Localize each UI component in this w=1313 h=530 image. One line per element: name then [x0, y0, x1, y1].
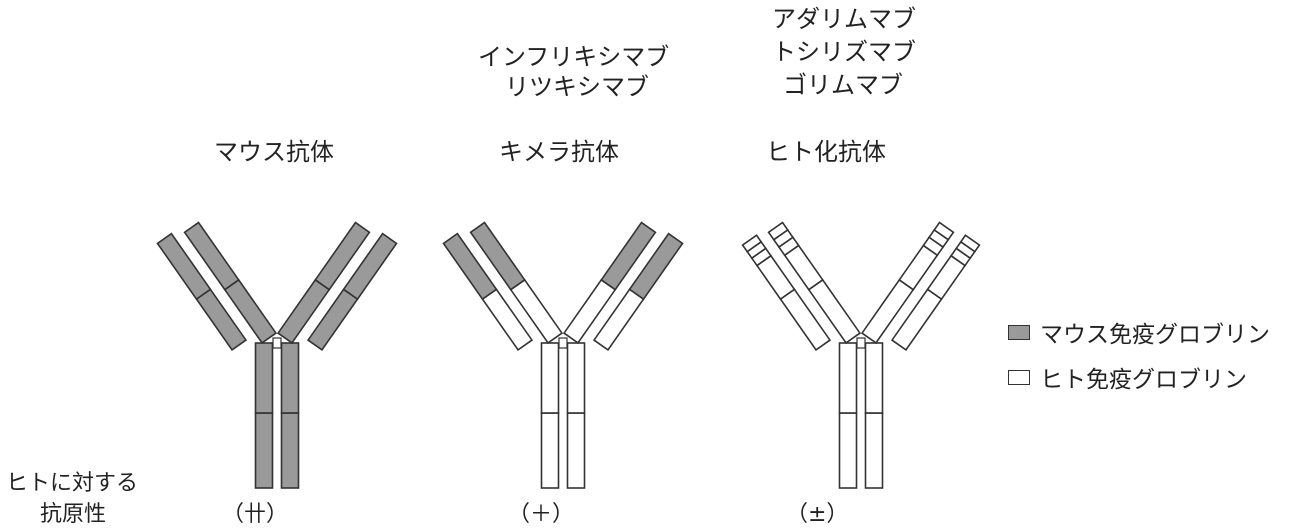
antibody-chimeric-stem-chain-2-seg-1	[566, 412, 586, 489]
antibody-chimeric-hinge	[558, 337, 568, 349]
antibody-chimeric-stem-chain-1	[540, 342, 560, 489]
antibody-chimeric-right-arm-heavy-seg-2	[600, 221, 657, 291]
antibody-mouse-right-arm-heavy	[276, 221, 371, 344]
antibody-mouse-stem-chain-2-seg-2	[280, 342, 300, 414]
row-label-line1: ヒトに対する	[6, 471, 139, 496]
antibody-humanized-left-arm-heavy	[767, 221, 862, 344]
antibody-humanized-stem-chain-2-seg-2	[864, 342, 884, 414]
antibody-chimeric-left-arm-light	[442, 232, 534, 351]
antibody-chimeric-right-arm-light	[592, 232, 684, 351]
chimeric-antibody-title: キメラ抗体	[499, 138, 619, 166]
antibody-humanized-left-arm-light-seg-5	[741, 234, 763, 253]
antibody-humanized-stem-chain-1-seg-2	[838, 342, 858, 414]
antibody-mouse-left-arm-heavy-seg-2	[183, 221, 240, 291]
antibody-humanized-hinge	[856, 337, 866, 349]
legend-human-label: ヒト免疫グロブリン	[1040, 367, 1247, 393]
antibody-chimeric-stem-chain-2-seg-2	[566, 342, 586, 414]
antibody-chimeric-right-arm-light-seg-2	[628, 232, 684, 301]
antibody-chimeric-right-arm-heavy	[562, 221, 657, 344]
antibody-mouse-hinge	[272, 337, 282, 349]
antibody-humanized-right-arm-light	[890, 234, 981, 351]
antibody-mouse-stem-chain-2-seg-1	[280, 412, 300, 489]
antibody-humanized-stem-chain-2-seg-1	[864, 412, 884, 489]
legend-mouse-label: マウス免疫グロブリン	[1040, 322, 1270, 348]
antibody-humanized-left-arm-light	[741, 234, 832, 351]
antibody-mouse-left-arm-light	[156, 232, 248, 351]
antibody-humanized-right-arm-heavy-seg-5	[933, 221, 955, 241]
antibody-chimeric-left-arm-heavy	[469, 221, 564, 344]
antibody-chimeric-stem-chain-1-seg-2	[540, 342, 560, 414]
antibody-humanized-stem-chain-1	[838, 342, 858, 489]
chimeric-drug-rituximab: リツキシマブ	[505, 73, 649, 101]
antibody-chimeric	[442, 221, 684, 489]
humanized-drug-tocilizumab: トシリズマブ	[772, 38, 916, 66]
legend-human: ヒト免疫グロブリン	[1008, 360, 1247, 394]
mouse-antigenicity: （卄）	[222, 502, 289, 527]
antibody-humanized-left-arm-heavy-seg-5	[767, 221, 789, 241]
chimeric-antigenicity: （＋）	[508, 502, 575, 527]
antibody-humanized-right-arm-heavy	[860, 221, 955, 344]
antibody-mouse-left-arm-heavy	[183, 221, 278, 344]
humanized-drug-adalimumab: アダリムマブ	[772, 5, 916, 33]
humanized-antigenicity: （±）	[786, 502, 849, 527]
antibody-mouse-stem-chain-1-seg-2	[254, 342, 274, 414]
antibody-humanized	[741, 221, 981, 489]
legend-human-swatch	[1008, 369, 1030, 385]
antibody-humanized-stem-chain-1-seg-1	[838, 412, 858, 489]
antibody-chimeric-stem-chain-2	[566, 342, 586, 489]
legend-mouse-swatch	[1008, 324, 1030, 340]
chimeric-drug-infliximab: インフリキシマブ	[478, 43, 670, 71]
antibody-chimeric-left-arm-light-seg-2	[442, 232, 498, 301]
antibody-humanized-stem-chain-2	[864, 342, 884, 489]
antibody-mouse-right-arm-light-seg-2	[342, 232, 398, 301]
antibody-humanized-right-arm-light-seg-5	[959, 234, 981, 253]
antibody-mouse-right-arm-heavy-seg-2	[314, 221, 371, 291]
row-label-line2: 抗原性	[40, 502, 107, 527]
mouse-antibody-title: マウス抗体	[214, 138, 334, 166]
antibody-mouse	[156, 221, 398, 489]
humanized-antibody-title: ヒト化抗体	[766, 138, 886, 166]
antibody-mouse-left-arm-light-seg-2	[156, 232, 212, 301]
antibody-chimeric-left-arm-heavy-seg-2	[469, 221, 526, 291]
humanized-drug-golimumab: ゴリムマブ	[783, 71, 903, 99]
legend-mouse: マウス免疫グロブリン	[1008, 315, 1270, 349]
antibody-chimeric-stem-chain-1-seg-1	[540, 412, 560, 489]
antibody-mouse-right-arm-light	[306, 232, 398, 351]
antibody-mouse-stem-chain-2	[280, 342, 300, 489]
antibody-mouse-stem-chain-1-seg-1	[254, 412, 274, 489]
antibody-mouse-stem-chain-1	[254, 342, 274, 489]
